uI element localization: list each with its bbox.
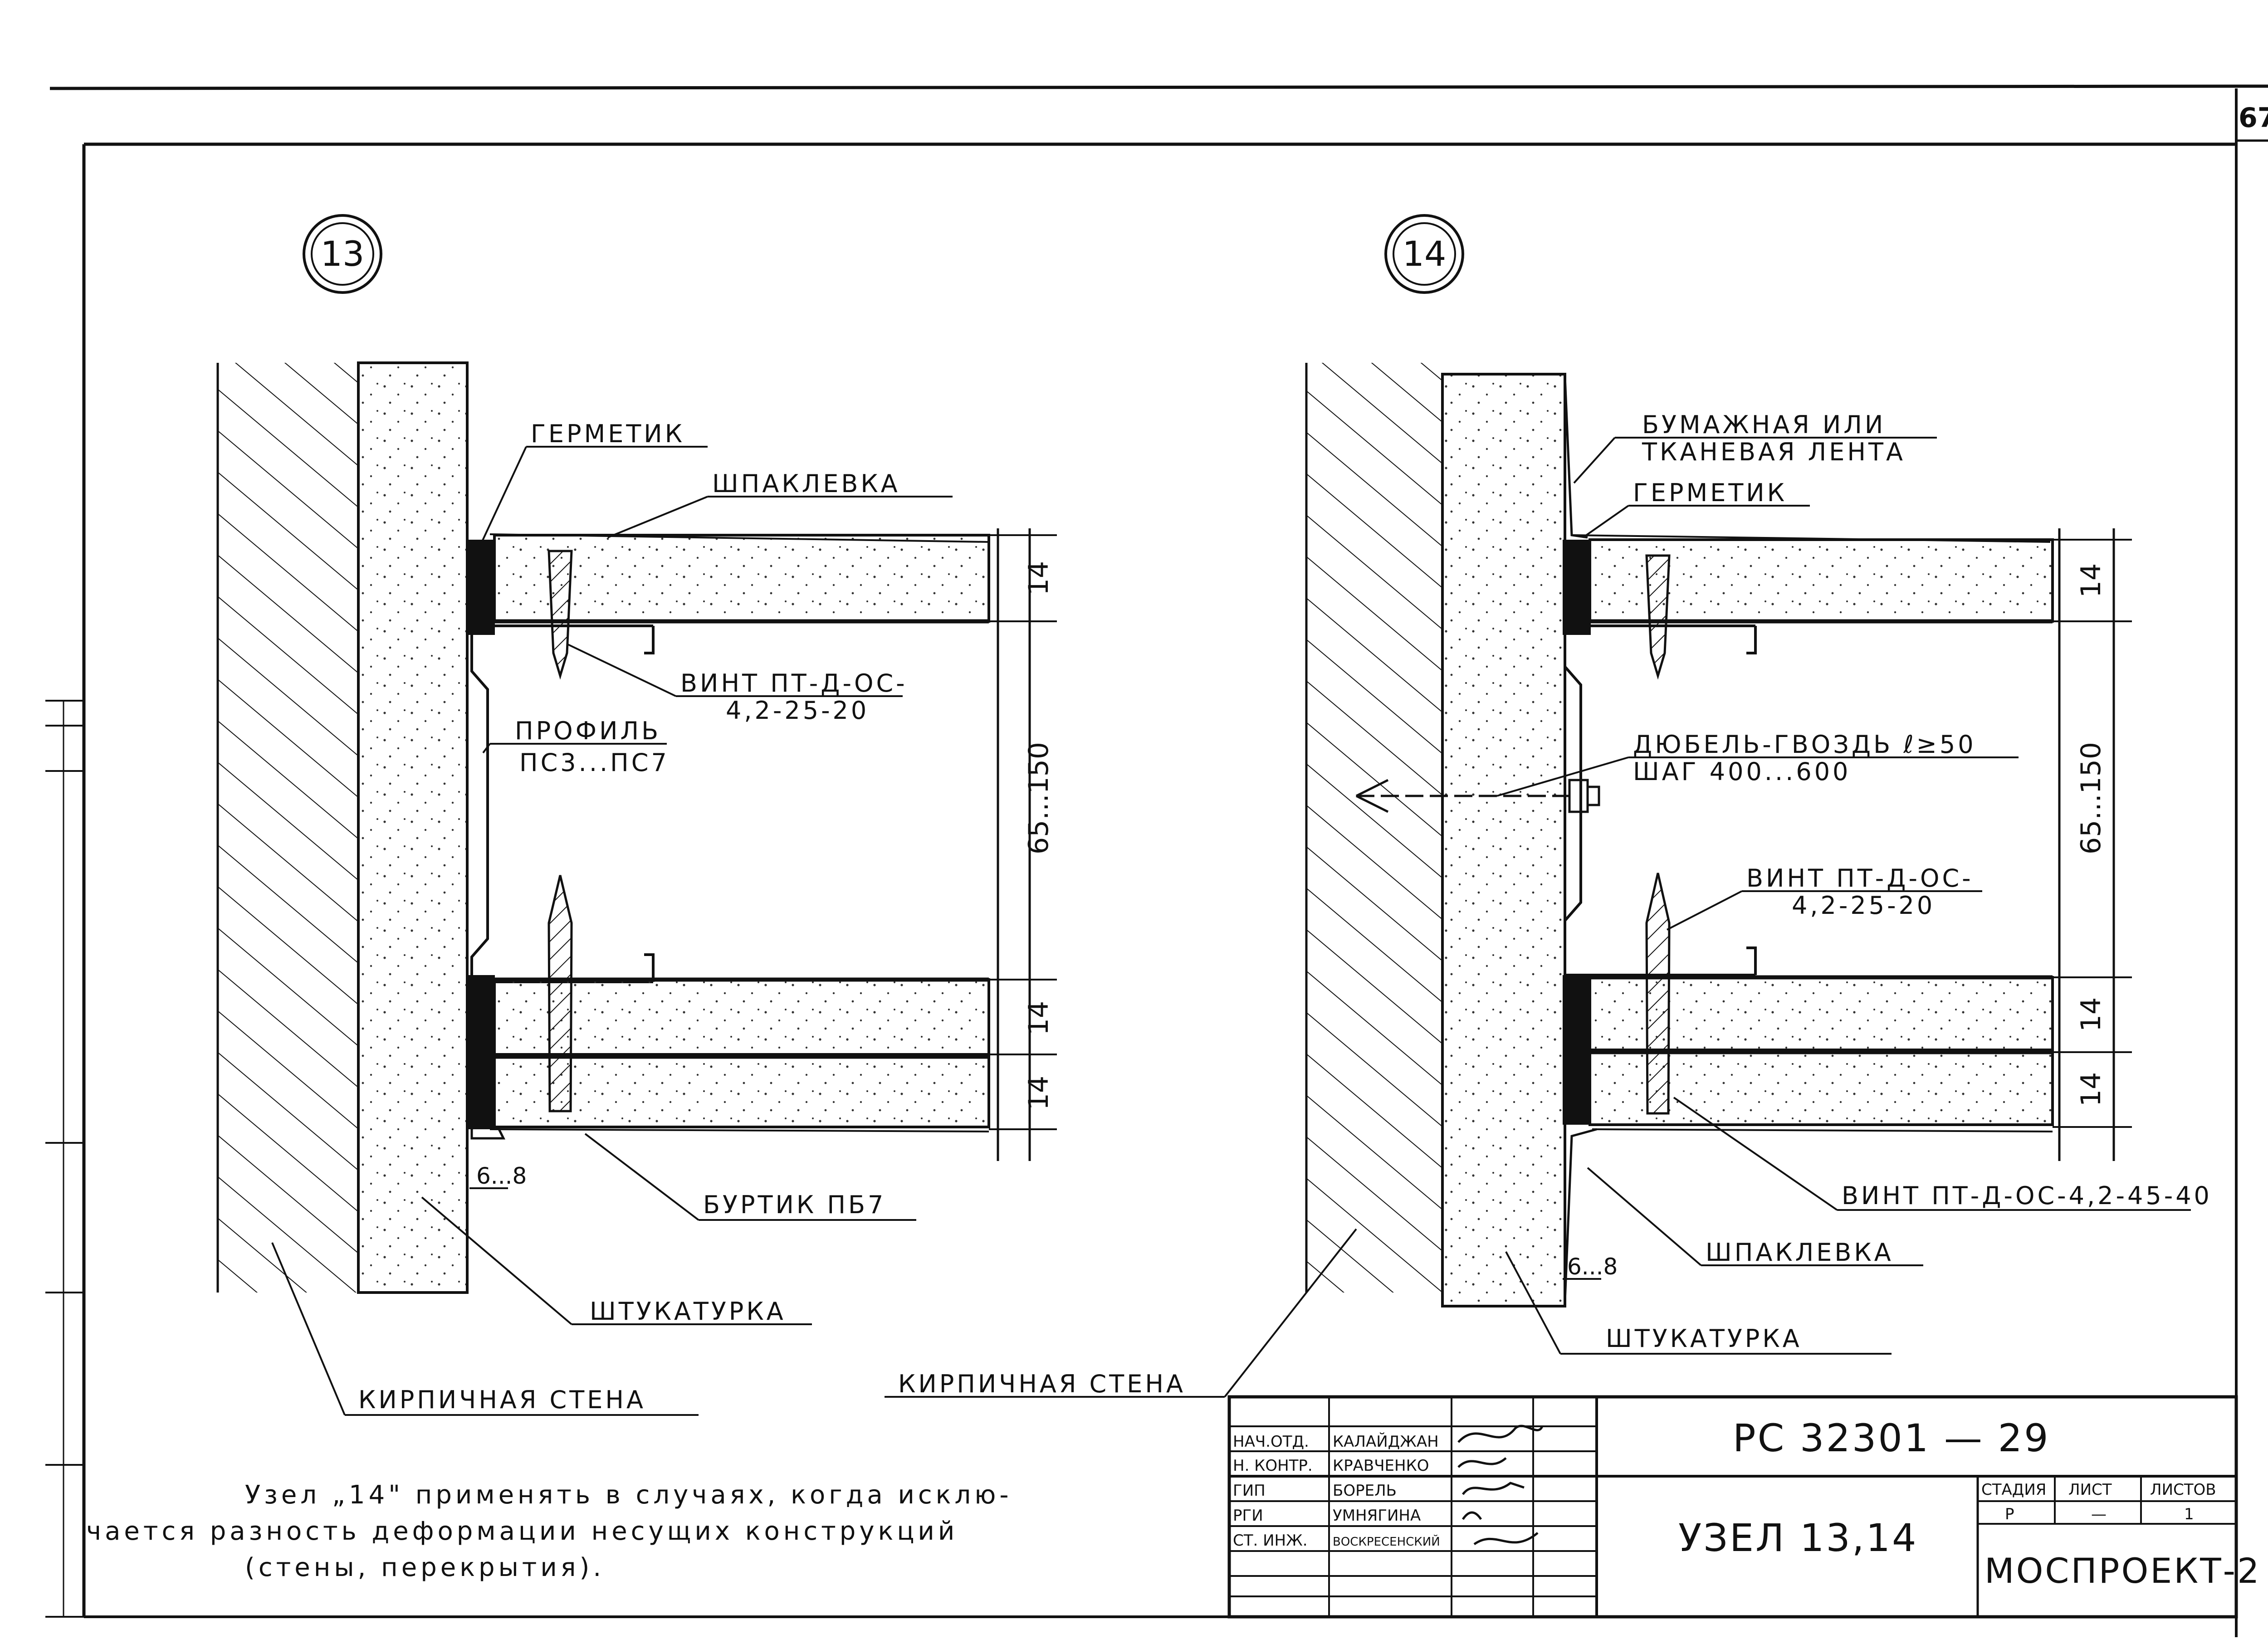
label-14-nail-line2: ШАГ 400...600 [1633,757,1851,786]
profile-section [470,626,489,980]
node-14-number: 14 [1403,234,1447,274]
sig-name-4: УМНЯГИНА [1333,1507,1421,1525]
label-14-screw-line2: 4,2-25-20 [1792,891,1935,920]
note-line3: (стены, перекрытия). [245,1553,605,1582]
label-14-screw-line1: ВИНТ ПТ-Д-ОС- [1746,864,1974,893]
label-14-sealant: ГЕРМЕТИК [1633,478,1787,507]
label-14-nail-line1: ДЮБЕЛЬ-ГВОЗДЬ ℓ≥50 [1633,730,1976,759]
sealant-bottom-14 [1563,975,1591,1125]
sheet-title: УЗЕЛ 13,14 [1678,1516,1918,1560]
sheet-header: ЛИСТ [2068,1481,2112,1499]
sealant-top [469,540,495,635]
dim-13-lower2: 14 [1023,1076,1055,1110]
label-14-screw-long: ВИНТ ПТ-Д-ОС-4,2-45-40 [1842,1181,2212,1210]
label-14-plaster: ШТУКАТУРКА [1606,1324,1802,1353]
usage-note: Узел „14" применять в случаях, когда иск… [86,1480,1012,1582]
dim-13-top: 14 [1023,561,1055,595]
organization: МОСПРОЕКТ-2 [1984,1551,2261,1591]
dim-14-middle: 65...150 [2075,742,2107,854]
screw-bottom [547,875,573,1112]
node-13-circle [303,214,382,294]
sig-name-3: БОРЕЛЬ [1333,1482,1397,1500]
dowel-nail [1355,779,1600,813]
note-line1: Узел „14" применять в случаях, когда иск… [245,1480,1012,1510]
stage-header: СТАДИЯ [1981,1481,2046,1499]
sheet-number: 67 [2239,102,2268,134]
screw-top [547,550,573,680]
sheets-value: 1 [2184,1505,2194,1523]
stage-value: Р [2005,1505,2014,1523]
brick-wall-hatch [218,363,358,1293]
detail-14: 14 [885,214,2212,1398]
screw-bottom-14 [1645,873,1671,1115]
label-14-putty: ШПАКЛЕВКА [1706,1238,1894,1267]
dim-14-top: 14 [2075,563,2107,598]
title-block: НАЧ.ОТД. КАЛАЙДЖАН Н. КОНТР. КРАВЧЕНКО Г… [1227,1395,2261,1619]
tape-bottom [1564,1128,1597,1302]
bead-profile [470,1121,506,1140]
sheet-frame [45,84,2268,1637]
dim-14-lower1: 14 [2075,997,2107,1032]
sig-role-4: РГИ [1233,1507,1263,1525]
plaster-layer-14 [1441,373,1566,1307]
sheets-header: ЛИСТОВ [2150,1481,2216,1499]
dim-13-lower1: 14 [1023,1001,1055,1035]
tape-top [1564,376,1588,539]
dim-14-gap: 6...8 [1567,1254,1618,1280]
label-13-plaster: ШТУКАТУРКА [590,1297,786,1326]
label-14-tape-line2: ТКАНЕВАЯ ЛЕНТА [1642,438,1906,466]
doc-code: РС 32301 — 29 [1733,1416,2050,1460]
label-14-brick-wall: КИРПИЧНАЯ СТЕНА [898,1370,1186,1398]
profile-section-14 [1564,626,1582,980]
handwritten-signatures [1457,1424,1544,1546]
node-14-circle [1384,214,1464,294]
sheet-value: — [2091,1505,2107,1523]
screw-top-14 [1645,554,1671,680]
node-13-number: 13 [321,234,365,274]
detail-13: 13 14 65...150 14 14 6...8 [216,214,1057,1416]
sig-role-1: НАЧ.ОТД. [1233,1433,1309,1451]
label-13-bead: БУРТИК ПБ7 [703,1190,886,1219]
label-13-putty: ШПАКЛЕВКА [712,469,900,498]
brick-wall-hatch-14 [1306,363,1442,1293]
dim-13-middle: 65...150 [1023,742,1055,854]
dim-13-gap: 6...8 [476,1163,527,1189]
note-line2: чается разность деформации несущих конст… [86,1517,958,1546]
label-13-profile-line2: ПС3...ПС7 [519,748,670,777]
label-14-tape-line1: БУМАЖНАЯ ИЛИ [1642,410,1886,439]
label-13-screw-line1: ВИНТ ПТ-Д-ОС- [680,669,908,698]
label-13-sealant: ГЕРМЕТИК [531,420,685,448]
plaster-layer [357,361,469,1294]
label-13-brick-wall: КИРПИЧНАЯ СТЕНА [358,1385,646,1414]
label-13-screw-line2: 4,2-25-20 [726,696,869,725]
label-13-profile-line1: ПРОФИЛЬ [515,717,661,745]
sig-role-3: ГИП [1233,1482,1266,1500]
signature-rows: НАЧ.ОТД. КАЛАЙДЖАН Н. КОНТР. КРАВЧЕНКО Г… [1233,1432,1440,1550]
sealant-top-14 [1563,540,1591,635]
sig-name-1: КАЛАЙДЖАН [1333,1432,1439,1451]
sig-name-2: КРАВЧЕНКО [1333,1457,1429,1475]
sig-role-5: СТ. ИНЖ. [1233,1532,1308,1550]
sig-name-5: ВОСКРЕСЕНСКИЙ [1333,1534,1440,1549]
sig-role-2: Н. КОНТР. [1233,1457,1313,1475]
sealant-bottom [469,975,495,1129]
dim-14-lower2: 14 [2075,1072,2107,1107]
